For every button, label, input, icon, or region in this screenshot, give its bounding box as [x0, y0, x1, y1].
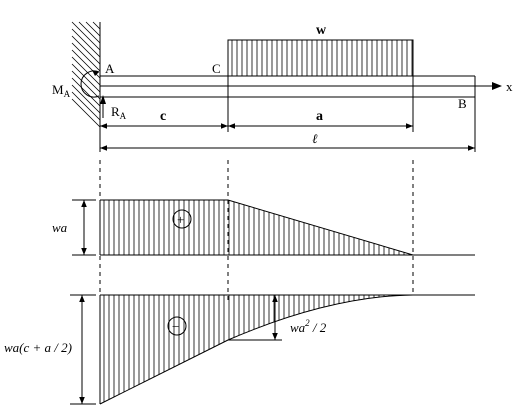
point-c-label: C [212, 61, 221, 76]
dim-l-label: ℓ [312, 131, 318, 146]
wall-hatch-line [92, 21, 101, 30]
shear-outline [100, 199, 414, 256]
shear-sign: + [177, 212, 184, 227]
distributed-load [227, 39, 414, 77]
wall-hatch-line [71, 91, 101, 121]
shear-diagram: + [72, 199, 475, 256]
point-a-label: A [105, 61, 115, 76]
wall-hatch-line [85, 21, 101, 37]
moment-intermediate-label: wa2 / 2 [290, 318, 327, 335]
moment-label: MA [52, 82, 71, 99]
moment-max-label: wa(c + a / 2) [4, 340, 72, 355]
wall-hatch-line [71, 28, 101, 58]
wall-hatch-line [71, 35, 101, 65]
wall-hatch-line [71, 21, 101, 51]
point-b-label: B [458, 96, 467, 111]
wall-hatch-line [71, 77, 101, 107]
dim-c-label: c [160, 109, 166, 124]
vertical-reaction-arrow [100, 95, 106, 118]
axis-x-label: x [506, 79, 513, 94]
reaction-label: RA [111, 104, 127, 121]
positive-sign-icon [172, 209, 192, 229]
wall-hatch-line [71, 63, 101, 93]
fixed-wall-support [71, 21, 101, 132]
wall-hatch-line [78, 21, 101, 44]
negative-sign-icon [167, 316, 187, 336]
shear-value-label: wa [52, 220, 68, 235]
dimension-lines [99, 76, 476, 152]
projection-lines [99, 160, 414, 300]
wall-hatch-line [71, 98, 101, 128]
wall-hatch-line [71, 42, 101, 72]
load-label: w [316, 23, 327, 38]
wall-hatch-line [71, 84, 101, 114]
beam [100, 68, 502, 100]
wall-hatch-line [71, 56, 101, 86]
dim-a-label: a [316, 109, 323, 124]
moment-reaction-arrow [80, 70, 100, 98]
moment-sign: − [172, 319, 179, 334]
moment-outline [99, 294, 414, 405]
wall-hatch-line [71, 70, 101, 100]
moment-diagram: − [70, 294, 475, 405]
